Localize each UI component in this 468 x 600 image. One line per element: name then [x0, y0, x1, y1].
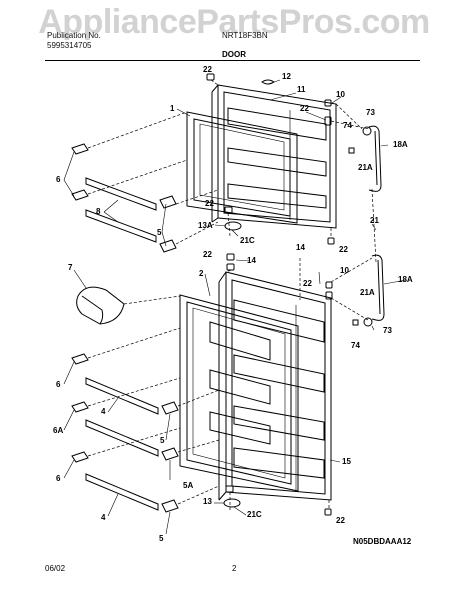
- callout-22: 22: [300, 104, 309, 113]
- callout-5: 5: [160, 436, 165, 445]
- callout-13: 13: [203, 497, 212, 506]
- upper-door-handle: [348, 125, 382, 192]
- publication-label: Publication No.: [47, 31, 101, 40]
- callout-4: 4: [101, 513, 106, 522]
- watermark: AppliancePartsPros.com: [38, 3, 430, 41]
- callout-22: 22: [303, 279, 312, 288]
- callout-21c: 21C: [247, 510, 262, 519]
- callout-13a: 13A: [198, 221, 213, 230]
- callout-73: 73: [366, 108, 375, 117]
- callout-labels: 22 12 11 10 22 73 74 18A 1 6 8 5 22 13A …: [53, 65, 413, 543]
- header-rule: [45, 60, 420, 61]
- callout-18a: 18A: [393, 140, 408, 149]
- callout-14: 14: [247, 256, 256, 265]
- callout-10: 10: [340, 266, 349, 275]
- lower-hinge-parts: [223, 253, 333, 516]
- callout-5: 5: [157, 228, 162, 237]
- callout-15: 15: [342, 457, 351, 466]
- upper-hinge-parts: [206, 73, 335, 245]
- callout-22: 22: [336, 516, 345, 525]
- callout-11: 11: [297, 85, 306, 94]
- callout-73: 73: [383, 326, 392, 335]
- callout-7: 7: [68, 263, 73, 272]
- callout-5: 5: [159, 534, 164, 543]
- page-number: 2: [232, 564, 237, 573]
- callout-4: 4: [101, 407, 106, 416]
- callout-22: 22: [203, 65, 212, 74]
- upper-shelf-brackets: [71, 143, 177, 253]
- butter-bin: [76, 286, 125, 325]
- callout-2: 2: [199, 269, 204, 278]
- callout-6: 6: [56, 175, 61, 184]
- callout-6: 6: [56, 474, 61, 483]
- callout-18a: 18A: [398, 275, 413, 284]
- upper-leader-lines: [87, 79, 377, 263]
- freezer-door-gasket: [186, 111, 298, 224]
- callout-leaders: [63, 79, 407, 535]
- callout-21: 21: [370, 216, 379, 225]
- callout-22: 22: [205, 199, 214, 208]
- callout-14: 14: [296, 243, 305, 252]
- lower-door-handle: [352, 254, 385, 327]
- callout-22: 22: [203, 250, 212, 259]
- section-title: DOOR: [222, 50, 246, 59]
- callout-12: 12: [282, 72, 291, 81]
- callout-22: 22: [339, 245, 348, 254]
- model-number: NRT18F3BN: [222, 31, 268, 40]
- publication-number: 5995314705: [47, 41, 92, 50]
- callout-1: 1: [170, 104, 175, 113]
- callout-74: 74: [351, 341, 360, 350]
- footer-date: 06/02: [45, 564, 66, 573]
- callout-74: 74: [343, 121, 352, 130]
- callout-5a: 5A: [183, 481, 193, 490]
- callout-21c: 21C: [240, 236, 255, 245]
- callout-10: 10: [336, 90, 345, 99]
- lower-leader-lines: [87, 257, 373, 512]
- callout-6: 6: [56, 380, 61, 389]
- drawing-code: N05DBDAAA12: [353, 537, 412, 546]
- fresh-food-door-gasket: [179, 294, 299, 492]
- callout-21a: 21A: [358, 163, 373, 172]
- freezer-door-panel: [211, 84, 337, 229]
- callout-6a: 6A: [53, 426, 63, 435]
- lower-shelf-brackets: [71, 353, 179, 513]
- callout-8: 8: [96, 207, 101, 216]
- fresh-food-door-panel: [218, 271, 332, 501]
- callout-21a: 21A: [360, 288, 375, 297]
